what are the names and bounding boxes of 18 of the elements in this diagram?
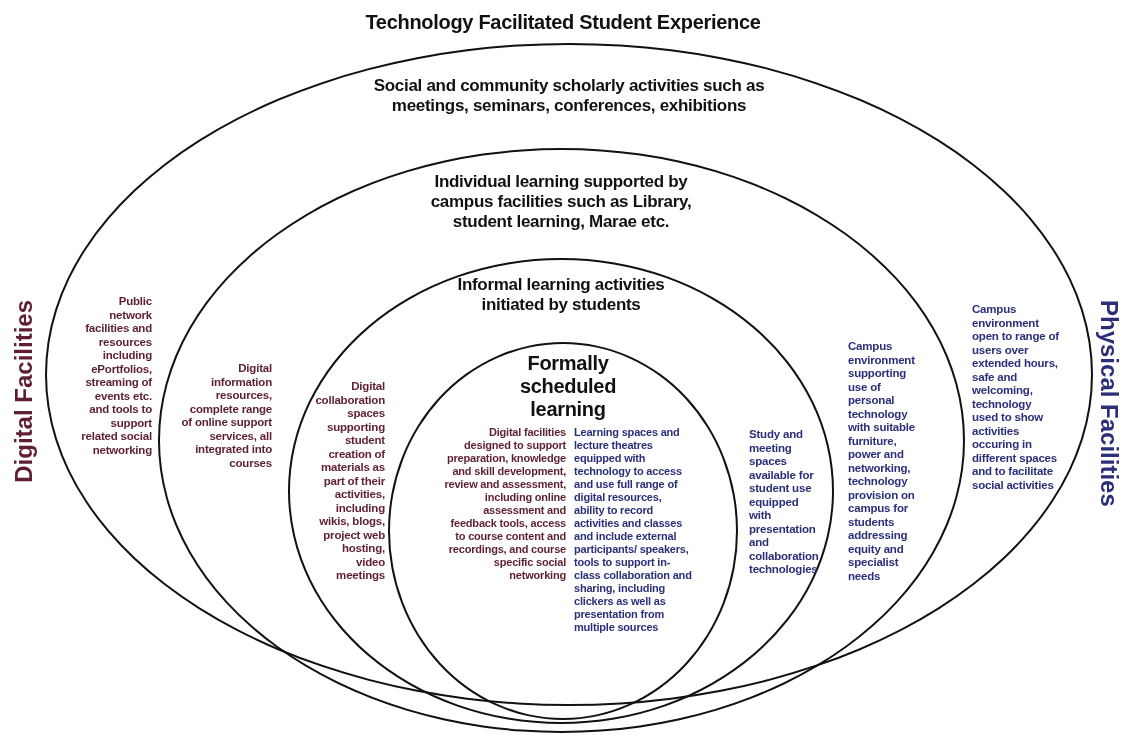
ring-heading: Informal learning activities initiated by students [456, 275, 666, 315]
ellipse-ring [388, 342, 738, 720]
side-axis-label: Physical Facilities [1095, 300, 1123, 507]
digital-facility-text: Digital facilities designed to support preparation, knowledge and skill development, review and assessment, including online assessment and feedback tools, access to course content and recordings, and course specific social networking [443, 426, 566, 582]
physical-facility-text: Study and meeting spaces available for student use equipped with presentation and collaboration technologies [749, 428, 820, 577]
digital-facility-text: Public network facilities and resources including ePortfolios, streaming of events etc. and tools to support related social networking [80, 295, 152, 457]
ring-heading: Formally scheduled learning [518, 352, 618, 421]
ring-heading: Individual learning supported by campus facilities such as Library, student learning, Marae etc. [429, 172, 693, 232]
side-axis-label: Digital Facilities [10, 300, 38, 483]
ring-heading: Social and community scholarly activities such as meetings, seminars, conferences, exhibitions [372, 76, 766, 116]
ellipse-ring [158, 148, 965, 733]
diagram-title: Technology Facilitated Student Experience [364, 12, 762, 32]
physical-facility-text: Learning spaces and lecture theatres equipped with technology to access and use full range of digital resources, ability to record activities and classes and include external participants/ speakers, tools to support in-class collaboration and sharing, including clickers as well as presentation from multiple sources [574, 426, 692, 634]
physical-facility-text: Campus environment supporting use of personal technology with suitable furniture, power and networking, technology provision on campus for students addressing equity and specialist needs [848, 340, 917, 583]
digital-facility-text: Digital collaboration spaces supporting student creation of materials as part of their activities, including wikis, blogs, project web hosting, video meetings [314, 380, 385, 583]
physical-facility-text: Campus environment open to range of users over extended hours, safe and welcoming, technology used to show activities occuring in different spaces and to facilitate social activities [972, 303, 1060, 492]
ellipse-ring [288, 258, 834, 724]
digital-facility-text: Digital information resources, complete range of online support services, all integrated into courses [180, 362, 272, 470]
